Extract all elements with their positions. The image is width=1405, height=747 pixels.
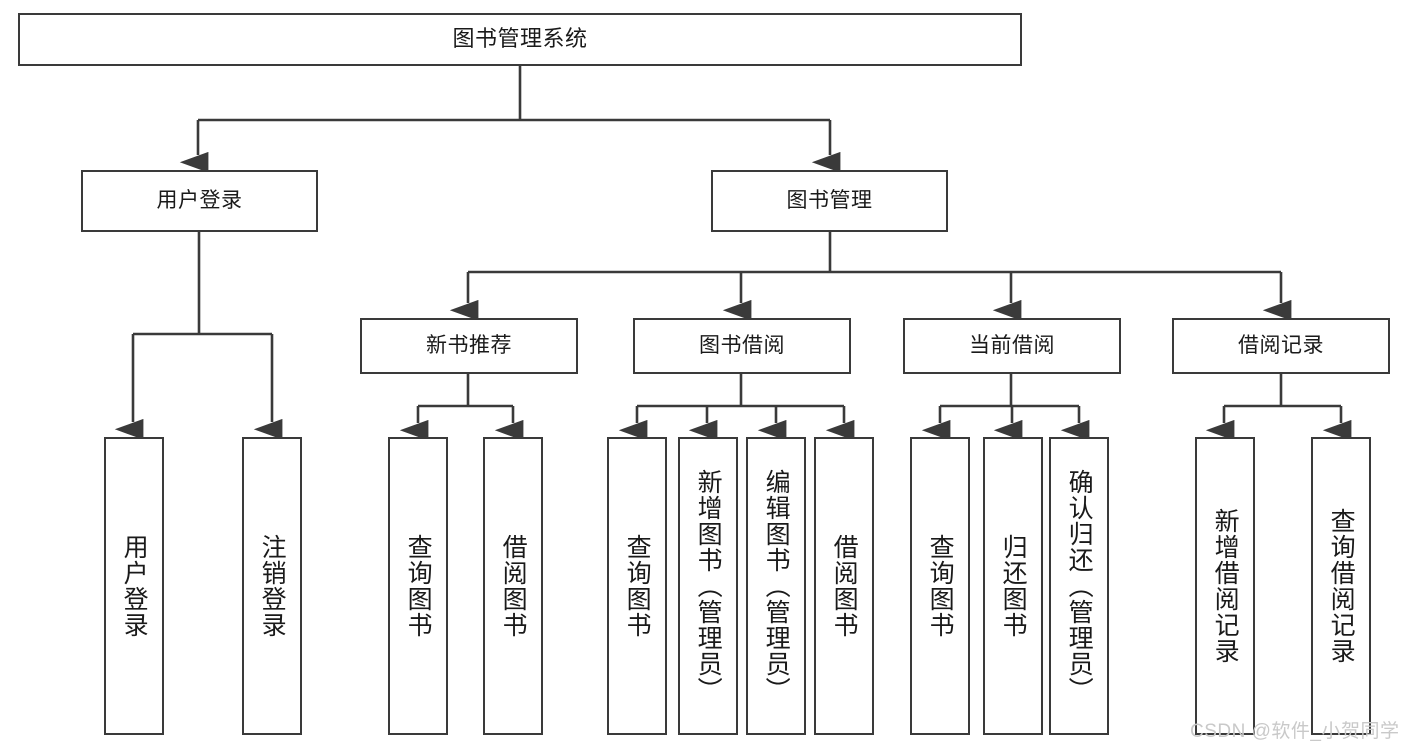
- node-leaf-borrow-book-1[interactable]: 借阅图书: [483, 437, 543, 735]
- node-book-borrow[interactable]: 图书借阅: [633, 318, 851, 374]
- node-leaf-add-book[interactable]: 新增图书（管理员）: [678, 437, 738, 735]
- node-user-login-label: 用户登录: [156, 189, 243, 213]
- node-leaf-add-record[interactable]: 新增借阅记录: [1195, 437, 1255, 735]
- node-leaf-user-login-label: 用户登录: [120, 534, 149, 638]
- node-root[interactable]: 图书管理系统: [18, 13, 1022, 66]
- node-user-login[interactable]: 用户登录: [81, 170, 318, 232]
- node-leaf-query-record-label: 查询借阅记录: [1327, 508, 1356, 664]
- node-leaf-confirm-return-label: 确认归还（管理员）: [1065, 469, 1094, 703]
- node-book-management-label: 图书管理: [786, 189, 873, 213]
- node-leaf-user-logout[interactable]: 注销登录: [242, 437, 302, 735]
- watermark-text: CSDN @软件_小贺同学: [1190, 721, 1400, 742]
- node-leaf-query-book-3[interactable]: 查询图书: [910, 437, 970, 735]
- node-leaf-query-book-3-label: 查询图书: [926, 534, 955, 638]
- node-leaf-edit-book-label: 编辑图书（管理员）: [762, 469, 791, 703]
- node-leaf-borrow-book-1-label: 借阅图书: [499, 534, 528, 638]
- node-leaf-add-book-label: 新增图书（管理员）: [694, 469, 723, 703]
- node-borrow-record[interactable]: 借阅记录: [1172, 318, 1390, 374]
- node-leaf-edit-book[interactable]: 编辑图书（管理员）: [746, 437, 806, 735]
- node-leaf-add-record-label: 新增借阅记录: [1211, 508, 1240, 664]
- node-leaf-borrow-book-2[interactable]: 借阅图书: [814, 437, 874, 735]
- node-leaf-return-book-label: 归还图书: [999, 534, 1028, 638]
- node-book-borrow-label: 图书借阅: [699, 334, 785, 358]
- node-new-book-recommend-label: 新书推荐: [426, 334, 512, 358]
- node-new-book-recommend[interactable]: 新书推荐: [360, 318, 578, 374]
- node-current-borrow[interactable]: 当前借阅: [903, 318, 1121, 374]
- node-leaf-query-book-1[interactable]: 查询图书: [388, 437, 448, 735]
- node-leaf-query-book-1-label: 查询图书: [404, 534, 433, 638]
- node-leaf-borrow-book-2-label: 借阅图书: [830, 534, 859, 638]
- node-leaf-user-login[interactable]: 用户登录: [104, 437, 164, 735]
- node-book-management[interactable]: 图书管理: [711, 170, 948, 232]
- node-leaf-return-book[interactable]: 归还图书: [983, 437, 1043, 735]
- node-leaf-query-book-2-label: 查询图书: [623, 534, 652, 638]
- node-borrow-record-label: 借阅记录: [1238, 334, 1324, 358]
- node-current-borrow-label: 当前借阅: [969, 334, 1055, 358]
- node-leaf-query-record[interactable]: 查询借阅记录: [1311, 437, 1371, 735]
- node-leaf-confirm-return[interactable]: 确认归还（管理员）: [1049, 437, 1109, 735]
- node-leaf-query-book-2[interactable]: 查询图书: [607, 437, 667, 735]
- node-root-label: 图书管理系统: [452, 26, 588, 52]
- node-leaf-user-logout-label: 注销登录: [258, 534, 287, 638]
